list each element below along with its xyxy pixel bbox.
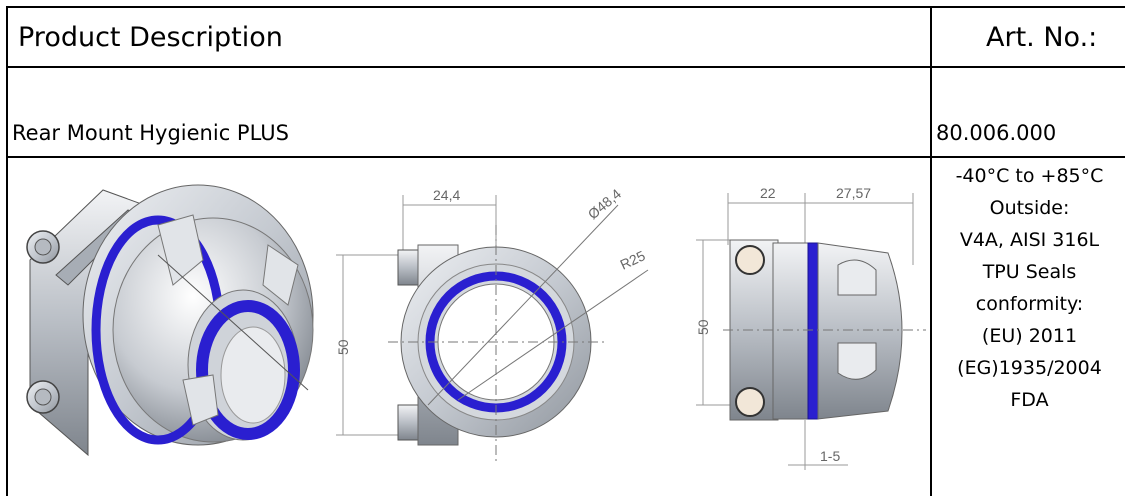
side-height-label: 50 (695, 319, 711, 335)
spec-conformity-label: conformity: (975, 293, 1084, 315)
isometric-view (26, 184, 314, 457)
spec-seals: TPU Seals (982, 261, 1077, 283)
spec-eu-regulation: (EU) 2011 (981, 325, 1078, 347)
spec-eg-regulation: (EG)1935/2004 (957, 357, 1102, 379)
spec-fda: FDA (1010, 389, 1049, 411)
spec-list: -40°C to +85°C Outside: V4A, AISI 316L T… (934, 160, 1125, 416)
side-body-label: 27,57 (836, 185, 871, 201)
article-number: 80.006.000 (936, 121, 1057, 145)
row-divider (6, 156, 1125, 158)
spec-temperature: -40°C to +85°C (955, 165, 1104, 187)
spec-material: V4A, AISI 316L (959, 229, 1100, 251)
column-divider (930, 6, 932, 496)
product-name: Rear Mount Hygienic PLUS (12, 121, 289, 145)
art-no-header: Art. No.: (986, 22, 1098, 53)
table-top-border (6, 6, 1125, 8)
front-view: 50 24,4 Ø48,4 R25 (335, 185, 649, 465)
technical-drawing: 50 24,4 Ø48,4 R25 50 (26, 184, 926, 470)
product-description-header: Product Description (18, 22, 283, 53)
side-range-label: 1-5 (820, 448, 840, 464)
front-radius-label: R25 (618, 247, 648, 272)
front-width-label: 24,4 (433, 187, 460, 203)
header-bottom-border (6, 66, 1125, 68)
front-diameter-label: Ø48,4 (585, 185, 625, 222)
side-view: 50 22 27,57 1-5 (695, 185, 926, 470)
side-flange-label: 22 (760, 185, 776, 201)
front-height-label: 50 (335, 339, 351, 355)
table-left-border (6, 6, 8, 496)
spec-outside-label: Outside: (989, 197, 1070, 219)
